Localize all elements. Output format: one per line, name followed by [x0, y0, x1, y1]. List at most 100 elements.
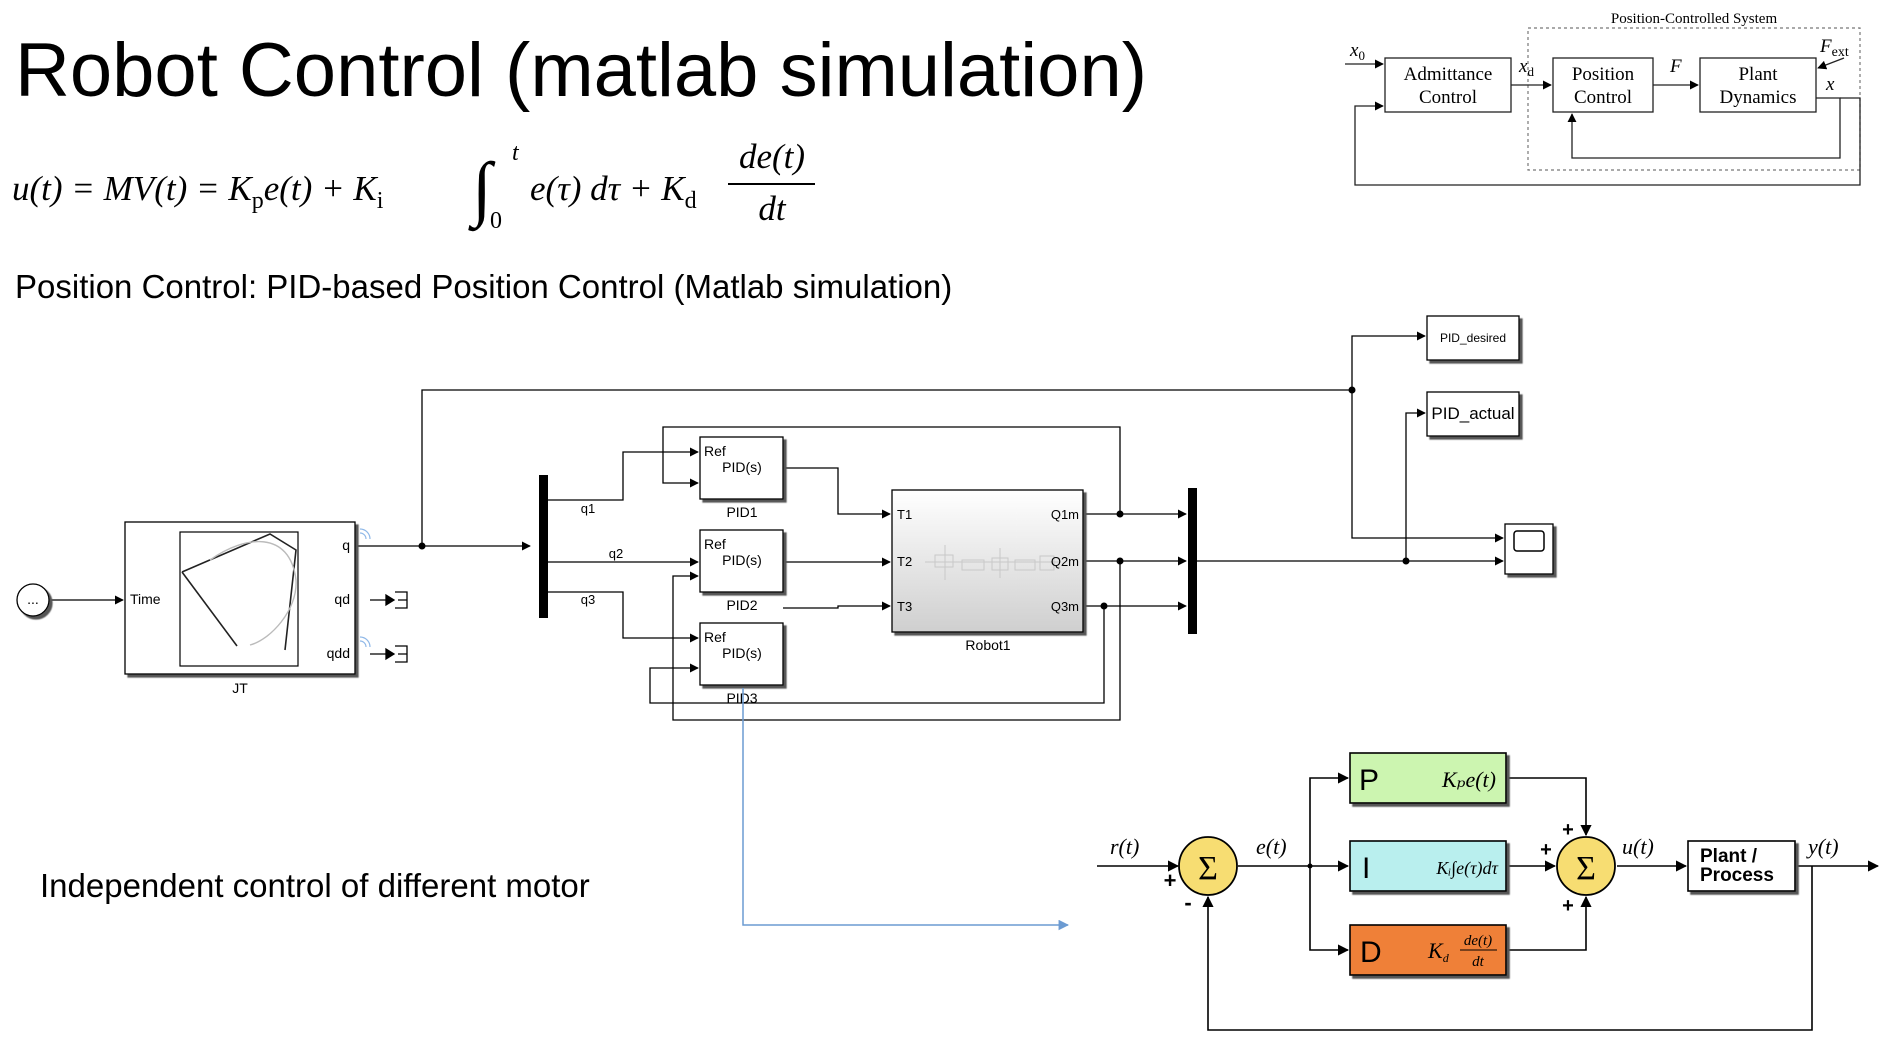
pid3-block[interactable]: Ref PID(s) PID3: [699, 622, 784, 706]
robot1-block[interactable]: T1 T2 T3 Q1m Q2m Q3m Robot1: [891, 489, 1084, 653]
robot-q2m-port: Q2m: [1051, 554, 1079, 569]
robot-t3-port: T3: [897, 599, 912, 614]
sum1-minus: -: [1184, 890, 1191, 915]
jt-trajectory-gray: [209, 540, 297, 646]
pid3-label: PID3: [726, 690, 757, 706]
position-control-line1: Position: [1572, 64, 1635, 85]
simulink-model: ... Time q qd qdd JT q1 q2: [16, 315, 1554, 721]
jt-trajectory-block[interactable]: Time q qd qdd JT: [124, 521, 356, 696]
jt-time-port: Time: [130, 591, 161, 607]
junction-dot: [1307, 863, 1313, 869]
pid1-block[interactable]: Ref PID(s) PID1: [699, 436, 784, 520]
pid1-label: PID1: [726, 504, 757, 520]
admittance-control-line1: Admittance: [1404, 64, 1493, 85]
slide-subtitle: Position Control: PID-based Position Con…: [15, 268, 952, 305]
formula-lhs: u(t) = MV(t) =: [12, 169, 228, 208]
pid-block-diagram: Σ + - Σ + + + P Kₚe(t) I Kᵢ∫e(τ)dτ D Kd: [1097, 752, 1880, 1031]
clock-source-block[interactable]: ...: [16, 583, 50, 617]
output-summing-junction: Σ + + +: [1540, 819, 1616, 917]
scope-icon: [1513, 530, 1545, 552]
annotation-connector: [742, 688, 1070, 931]
plant-dynamics-line2: Dynamics: [1719, 87, 1796, 108]
formula-ki-sub: i: [377, 188, 384, 214]
wifi-icon: [359, 528, 371, 648]
integral-sign: ∫: [468, 148, 496, 232]
d-denominator: dt: [1472, 954, 1485, 970]
pid-desired-block[interactable]: PID_desired: [1426, 315, 1520, 361]
sum1-glyph: Σ: [1198, 850, 1218, 887]
p-expression: Kₚe(t): [1441, 767, 1496, 792]
sum2-plus-bottom: +: [1562, 895, 1574, 917]
plant-line1: Plant /: [1700, 846, 1758, 867]
simulink-wires: [51, 331, 1504, 721]
formula-kd: K: [660, 169, 686, 208]
demux-q3-label: q3: [581, 592, 595, 607]
pid2-label: PID2: [726, 597, 757, 613]
d-k: Kd: [1427, 938, 1450, 965]
f-label: F: [1669, 56, 1682, 77]
jt-qdd-port: qdd: [327, 645, 350, 661]
position-control-line2: Control: [1574, 87, 1632, 108]
pid3-name: PID(s): [722, 645, 762, 661]
u-label: u(t): [1622, 834, 1654, 859]
svg-text:e(τ) dτ + Kd: e(τ) dτ + Kd: [530, 169, 697, 214]
formula-denominator: dt: [758, 189, 787, 228]
pid-desired-label: PID_desired: [1440, 331, 1506, 345]
robot1-label: Robot1: [965, 637, 1010, 653]
pid-actual-block[interactable]: PID_actual: [1426, 391, 1520, 437]
jt-plot-area: [179, 531, 299, 667]
demux-q1-label: q1: [581, 501, 595, 516]
pid3-ref-port: Ref: [704, 629, 726, 645]
mux-block[interactable]: [1188, 488, 1197, 634]
jt-qd-port: qd: [334, 591, 350, 607]
sum2-plus-left: +: [1540, 839, 1552, 861]
d-term-block: D Kd de(t) dt: [1349, 924, 1507, 976]
x0-label: x0: [1349, 40, 1365, 63]
demux-block[interactable]: [539, 475, 548, 618]
i-letter: I: [1362, 852, 1370, 885]
jt-block-label: JT: [232, 680, 248, 696]
jt-trajectory-curve-2: [181, 571, 238, 647]
clock-source-glyph: ...: [27, 591, 39, 607]
pid2-name: PID(s): [722, 552, 762, 568]
fext-label: Fext: [1819, 36, 1849, 60]
position-controlled-system-label: Position-Controlled System: [1611, 11, 1778, 27]
plant-dynamics-line1: Plant: [1738, 64, 1778, 85]
pid-actual-label: PID_actual: [1431, 404, 1514, 423]
error-summing-junction: Σ + -: [1164, 836, 1238, 915]
formula-kp: K: [227, 169, 253, 208]
xd-label: xd: [1518, 56, 1534, 79]
robot-t1-port: T1: [897, 507, 912, 522]
formula-numerator: de(t): [739, 137, 805, 176]
demux-q2-label: q2: [609, 546, 623, 561]
x-label: x: [1825, 74, 1835, 95]
wire-junctions: [418, 386, 1410, 610]
terminator-icon: [385, 591, 408, 663]
slide-note: Independent control of different motor: [40, 867, 590, 904]
admittance-control-line2: Control: [1419, 87, 1477, 108]
formula-integrand: e(τ) dτ +: [530, 169, 661, 208]
slide-title: Robot Control (matlab simulation): [15, 28, 1147, 113]
sum2-glyph: Σ: [1576, 850, 1596, 887]
pid-formula: u(t) = MV(t) = Kpe(t) + Ki ∫ t 0 e(τ) dτ…: [12, 137, 815, 234]
robot-q1m-port: Q1m: [1051, 507, 1079, 522]
admittance-diagram: Position-Controlled System Admittance Co…: [1345, 11, 1861, 186]
sum2-plus-top: +: [1562, 819, 1574, 841]
pid2-block[interactable]: Ref PID(s) PID2: [699, 529, 784, 613]
jt-trajectory-curve: [181, 533, 297, 651]
formula-kp-sub: p: [252, 188, 264, 214]
robot-t2-port: T2: [897, 554, 912, 569]
p-letter: P: [1359, 764, 1379, 797]
i-term-block: I Kᵢ∫e(τ)dτ: [1349, 840, 1507, 892]
p-term-block: P Kₚe(t): [1349, 752, 1507, 804]
robot-subsystem-thumbnail: [925, 545, 1060, 580]
sum1-plus: +: [1164, 868, 1177, 893]
scope-block[interactable]: [1504, 523, 1554, 575]
formula-upper-limit: t: [512, 140, 520, 166]
formula-lower-limit: 0: [490, 208, 502, 234]
jt-q-port: q: [342, 537, 350, 553]
r-label: r(t): [1110, 834, 1139, 859]
plant-process-block: Plant / Process: [1687, 840, 1796, 892]
y-label: y(t): [1806, 834, 1839, 859]
